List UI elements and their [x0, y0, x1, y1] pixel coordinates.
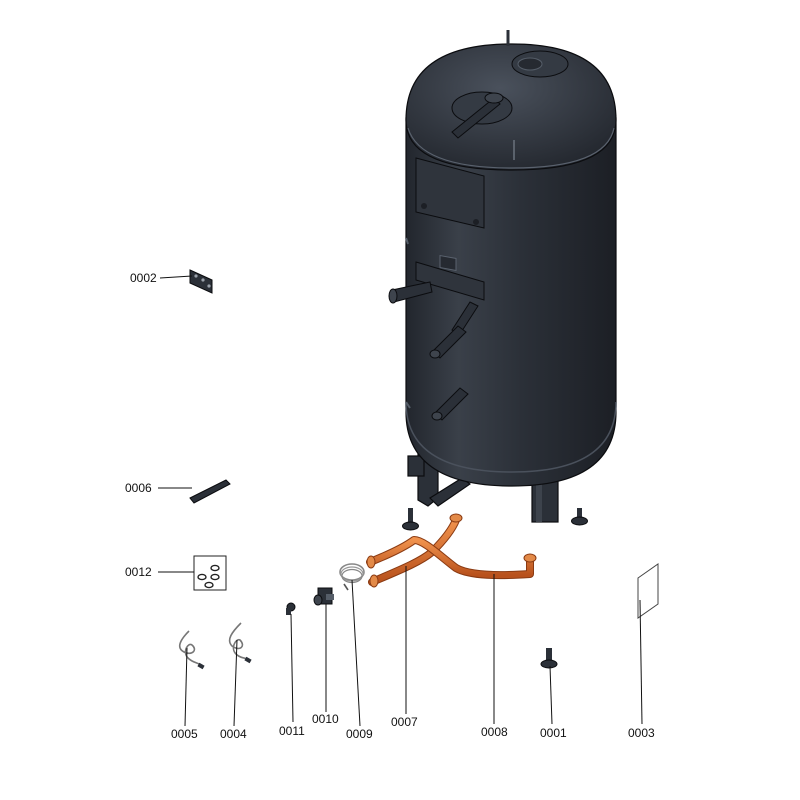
- part-0010-valve: [313, 587, 334, 606]
- label-0011: 0011: [279, 724, 305, 738]
- anode-fitting: [451, 97, 501, 139]
- leader-lines: [158, 275, 643, 727]
- top-port: [517, 57, 543, 71]
- leveling-foot-right: [571, 508, 588, 526]
- label-0005: 0005: [171, 727, 198, 741]
- tank-top-seam: [407, 127, 615, 169]
- storage-tank: [388, 30, 617, 531]
- panel-port: [439, 254, 457, 271]
- label-0009: 0009: [346, 727, 373, 741]
- part-0012-oring-set: [193, 555, 227, 591]
- part-0002-plate: [189, 269, 213, 294]
- leveling-foot-left: [402, 508, 419, 531]
- part-0003-document: [637, 563, 659, 619]
- part-0011-plug: [286, 602, 296, 615]
- label-0006: 0006: [125, 481, 152, 495]
- label-0003: 0003: [628, 726, 655, 740]
- part-0001-foot: [540, 648, 558, 669]
- bottom-manifold: [429, 477, 472, 507]
- label-0007: 0007: [391, 715, 418, 729]
- label-0008: 0008: [481, 725, 508, 739]
- label-0002: 0002: [130, 271, 157, 285]
- part-0008-copper-pipe: [366, 536, 537, 580]
- label-0012: 0012: [125, 565, 152, 579]
- part-0005-sensor: [178, 630, 205, 670]
- label-0004: 0004: [220, 727, 247, 741]
- label-0001: 0001: [540, 726, 567, 740]
- part-labels: 0002 0006 0012 0005 0004 0011 0010 0009 …: [125, 271, 655, 741]
- part-0004-sensor: [228, 622, 252, 664]
- tank-leg-highlight: [536, 468, 542, 522]
- bottom-valve: [407, 455, 425, 477]
- side-nozzles: [388, 281, 479, 421]
- label-0010: 0010: [312, 712, 339, 726]
- part-0006-rail: [189, 479, 231, 504]
- tank-bottom-rim: [405, 401, 617, 473]
- inspection-panel: [415, 157, 485, 229]
- side-strip: [415, 261, 485, 301]
